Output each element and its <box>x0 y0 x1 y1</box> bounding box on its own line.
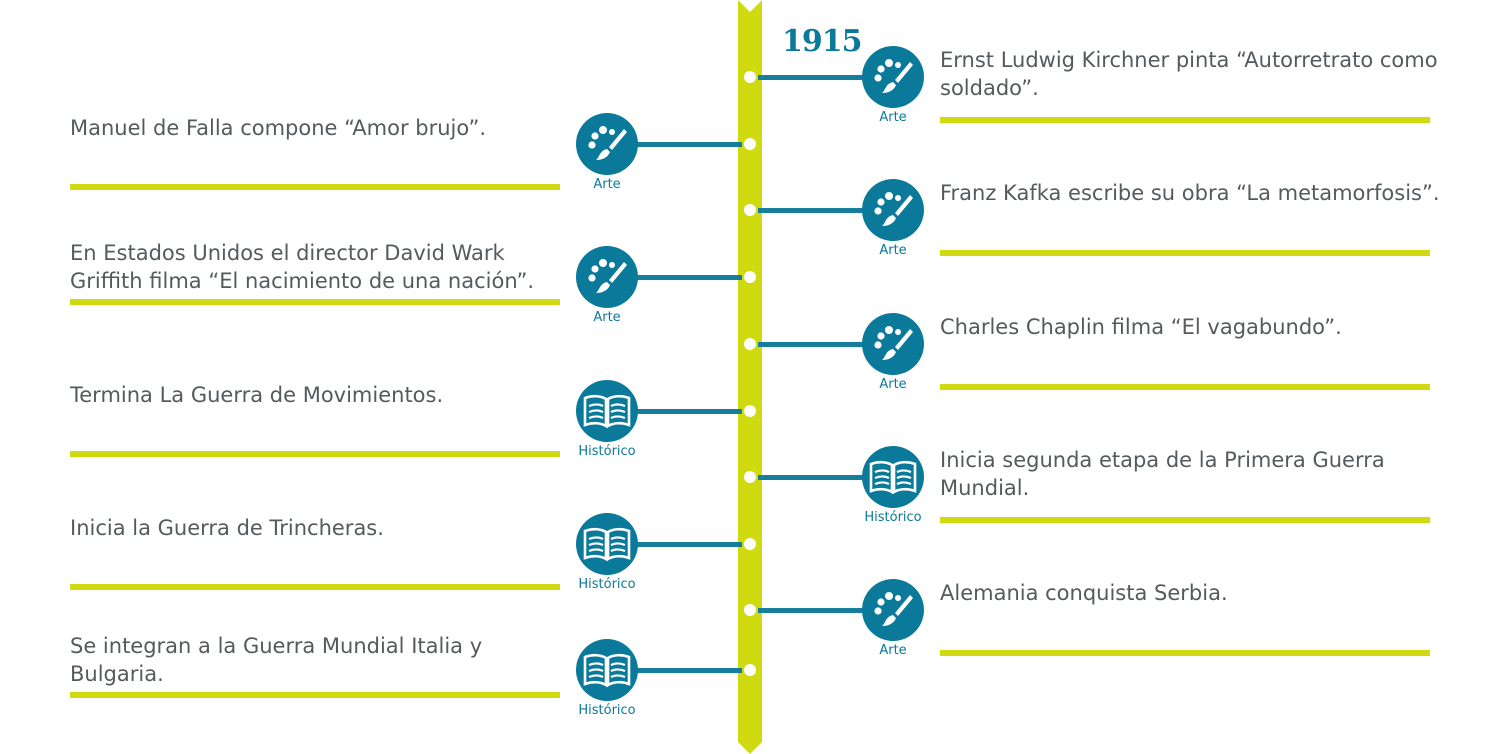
timeline-node <box>744 138 756 150</box>
event-underline <box>70 184 560 190</box>
connector-line <box>636 542 742 547</box>
connector-line <box>758 608 866 613</box>
timeline-spine <box>738 0 762 754</box>
event-text: Inicia la Guerra de Trincheras. <box>70 516 384 540</box>
event-text: Manuel de Falla compone “Amor brujo”. <box>70 116 487 140</box>
arte-badge[interactable] <box>862 579 924 641</box>
connector-line <box>636 409 742 414</box>
historico-badge[interactable] <box>862 446 924 508</box>
event-text: Charles Chaplin filma “El vagabundo”. <box>940 315 1342 339</box>
event-underline <box>940 384 1430 390</box>
category-label: Arte <box>593 310 621 325</box>
timeline-node <box>744 271 756 283</box>
timeline-node <box>744 664 756 676</box>
timeline-node <box>744 604 756 616</box>
connector-line <box>758 75 866 80</box>
connector-line <box>636 142 742 147</box>
arte-badge[interactable] <box>862 179 924 241</box>
timeline-node <box>744 405 756 417</box>
connector-line <box>758 475 866 480</box>
category-label: Arte <box>879 110 907 125</box>
event-underline <box>70 584 560 590</box>
timeline-node <box>744 71 756 83</box>
historico-badge[interactable] <box>576 513 638 575</box>
category-label: Histórico <box>578 577 636 592</box>
arte-badge[interactable] <box>862 313 924 375</box>
event-text: Alemania conquista Serbia. <box>940 581 1228 605</box>
historico-badge[interactable] <box>576 639 638 701</box>
event-text: Ernst Ludwig Kirchner pinta “Autorretrat… <box>940 48 1438 100</box>
event-text: Se integran a la Guerra Mundial Italia y… <box>70 634 483 686</box>
arte-badge[interactable] <box>862 46 924 108</box>
arte-badge[interactable] <box>576 246 638 308</box>
connector-line <box>636 668 742 673</box>
event-text: En Estados Unidos el director David Wark… <box>70 241 535 293</box>
connector-line <box>758 208 866 213</box>
category-label: Arte <box>879 243 907 258</box>
event-underline <box>70 451 560 457</box>
timeline-node <box>744 471 756 483</box>
timeline-node <box>744 538 756 550</box>
timeline-node <box>744 338 756 350</box>
category-label: Arte <box>879 643 907 658</box>
event-underline <box>940 117 1430 123</box>
event-underline <box>70 692 560 698</box>
category-label: Arte <box>593 177 621 192</box>
category-label: Histórico <box>578 703 636 718</box>
arte-badge[interactable] <box>576 113 638 175</box>
timeline-node <box>744 204 756 216</box>
event-text: Termina La Guerra de Movimientos. <box>70 383 444 407</box>
category-label: Histórico <box>864 510 922 525</box>
year-label: 1915 <box>782 24 862 59</box>
category-label: Arte <box>879 377 907 392</box>
event-underline <box>70 299 560 305</box>
event-text: Inicia segunda etapa de la Primera Guerr… <box>940 448 1385 500</box>
connector-line <box>636 275 742 280</box>
category-label: Histórico <box>578 444 636 459</box>
event-text: Franz Kafka escribe su obra “La metamorf… <box>940 181 1440 205</box>
event-underline <box>940 650 1430 656</box>
historico-badge[interactable] <box>576 380 638 442</box>
event-underline <box>940 250 1430 256</box>
event-underline <box>940 517 1430 523</box>
connector-line <box>758 342 866 347</box>
